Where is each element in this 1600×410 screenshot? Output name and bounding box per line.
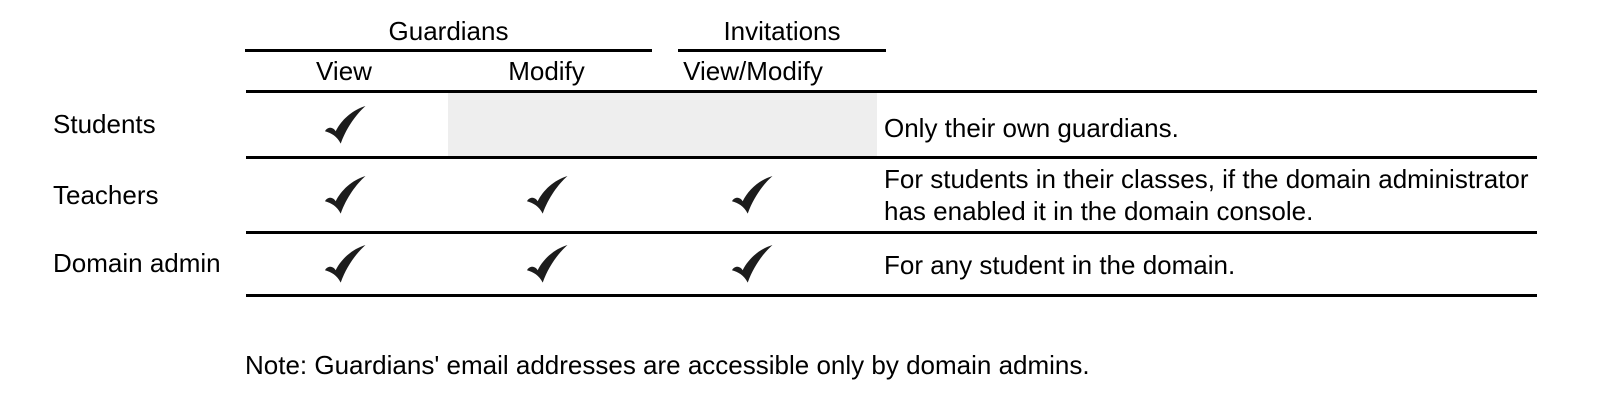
group-header-invitations: Invitations (723, 16, 841, 46)
group-header-guardians: Guardians (388, 16, 509, 46)
check-icon (732, 244, 773, 283)
check-icon (732, 175, 773, 214)
col-header-view: View (316, 56, 372, 86)
row-note-domain-admin: For any student in the domain. (884, 250, 1236, 280)
footnote: Note: Guardians' email addresses are acc… (245, 350, 1090, 380)
row-divider (246, 294, 1537, 297)
row-label-students: Students (53, 109, 156, 139)
check-icon (325, 244, 366, 283)
guardians-underline (245, 49, 652, 52)
students-no-permission-cell (448, 93, 877, 156)
row-divider (246, 231, 1537, 234)
check-icon (325, 175, 366, 214)
check-icon (325, 105, 366, 144)
row-note-teachers: For students in their classes, if the do… (884, 164, 1529, 226)
row-divider (246, 156, 1537, 159)
row-label-domain-admin: Domain admin (53, 248, 221, 278)
invitations-underline (678, 49, 886, 52)
col-header-view-modify: View/Modify (683, 56, 823, 86)
row-divider (246, 90, 1537, 93)
check-icon (527, 175, 568, 214)
row-label-teachers: Teachers (53, 180, 159, 210)
row-note-students: Only their own guardians. (884, 113, 1179, 143)
check-icon (527, 244, 568, 283)
col-header-modify: Modify (508, 56, 585, 86)
